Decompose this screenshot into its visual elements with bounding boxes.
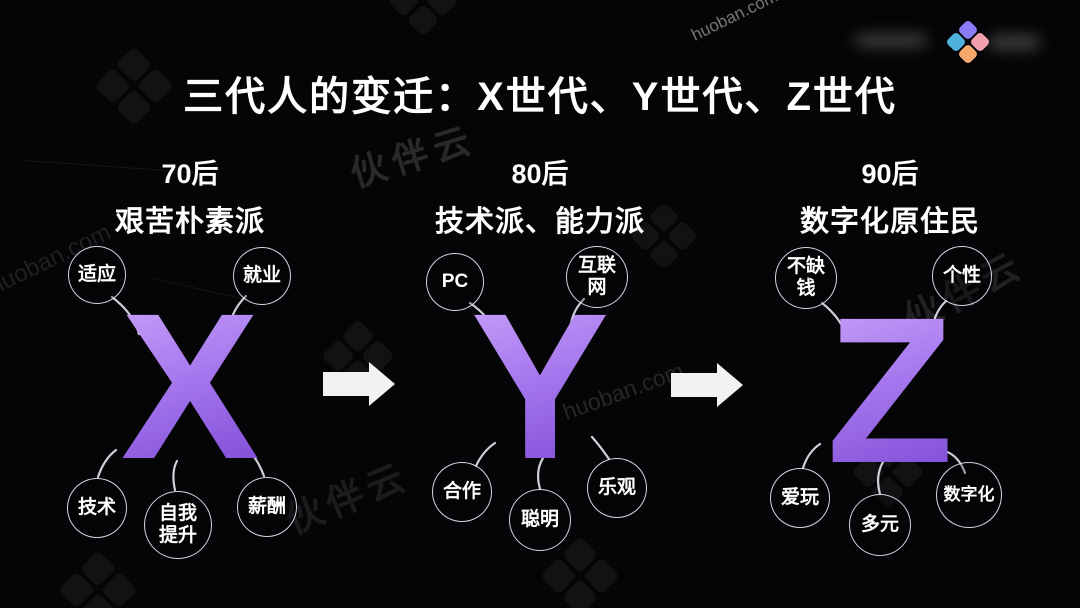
trait-circle: 技术 bbox=[67, 478, 127, 538]
trait-circle: 个性 bbox=[932, 246, 992, 306]
blurred-logo-text bbox=[855, 34, 927, 47]
gen-z-letter: Z bbox=[780, 276, 1000, 506]
gen-y-era: 80后 bbox=[511, 159, 569, 189]
gen-y-letter: Y bbox=[430, 272, 650, 502]
trait-circle: 互联网 bbox=[566, 246, 628, 308]
arrow-right-icon bbox=[323, 362, 395, 406]
trait-circle: 爱玩 bbox=[770, 468, 830, 528]
trait-circle: 乐观 bbox=[587, 458, 647, 518]
trait-circle: 聪明 bbox=[509, 489, 571, 551]
trait-circle: 自我提升 bbox=[144, 491, 212, 559]
gen-x-label: 艰苦朴素派 bbox=[114, 206, 265, 238]
gen-x-letter: X bbox=[80, 272, 300, 502]
gen-x-header: 70后 艰苦朴素派 bbox=[40, 152, 340, 240]
gen-y-header: 80后 技术派、能力派 bbox=[390, 152, 690, 240]
trait-circle: 合作 bbox=[432, 462, 492, 522]
gen-z-label: 数字化原住民 bbox=[799, 206, 980, 238]
blurred-logo-text bbox=[988, 35, 1040, 50]
trait-circle: PC bbox=[426, 253, 484, 311]
gen-y-label: 技术派、能力派 bbox=[434, 206, 645, 238]
trait-circle: 适应 bbox=[68, 246, 126, 304]
gen-z-header: 90后 数字化原住民 bbox=[740, 152, 1040, 240]
trait-circle: 不缺钱 bbox=[775, 247, 837, 309]
trait-circle: 数字化 bbox=[936, 462, 1002, 528]
trait-circle: 就业 bbox=[233, 247, 291, 305]
arrow-right-icon bbox=[671, 363, 743, 407]
gen-z-era: 90后 bbox=[861, 159, 919, 189]
page-title: 三代人的变迁：X世代、Y世代、Z世代 bbox=[183, 75, 897, 119]
trait-circle: 薪酬 bbox=[237, 477, 297, 537]
gen-x-era: 70后 bbox=[161, 159, 219, 189]
trait-circle: 多元 bbox=[849, 494, 911, 556]
